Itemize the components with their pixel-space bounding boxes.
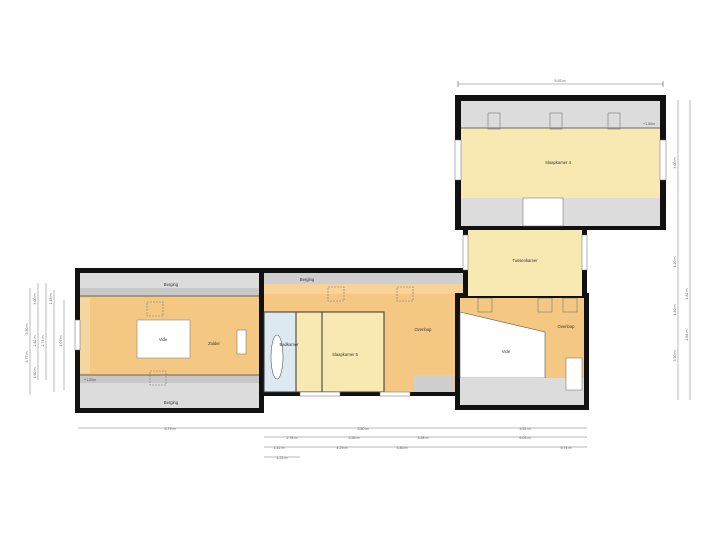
window-upper-right xyxy=(659,139,667,181)
label-vide-right: Vide xyxy=(502,349,511,354)
label-berging-top-mid: Berging xyxy=(300,277,315,282)
label-berging-bottom-left: Berging xyxy=(164,400,179,405)
window-left xyxy=(74,319,81,351)
dim-right-a: 1.82 m xyxy=(685,289,689,300)
dim-bottom-1: 6.79 m xyxy=(165,427,176,431)
dormer-left-top xyxy=(146,301,164,317)
dim-left-c: 2.82 m xyxy=(33,336,37,347)
bottom-dimensions: 6.79 m 5.80 m 3.52 m 2.78 m 2.55 m 3.58 … xyxy=(78,427,587,460)
label-overloop-right: Overloop xyxy=(558,324,576,329)
right-dimensions: 4.00 m 1.20 m 1.82 m 1.40 m 3.30 m 2.84 … xyxy=(673,100,691,400)
left-slope-top xyxy=(80,288,259,296)
left-dimensions: 4.00 m 3.50 m 2.82 m 1.18 m 2.74 m 3.77 … xyxy=(25,283,65,395)
dim-bottom-9: 4.29 m xyxy=(337,446,348,450)
label-vide-left: Vide xyxy=(159,337,168,342)
label-slaapkamer4: Slaapkamer 4 xyxy=(545,160,572,165)
dim-right-d: 2.84 m xyxy=(685,330,689,341)
window-tussenkamer-right xyxy=(581,234,588,271)
dim-left-f: 3.77 m xyxy=(25,352,29,363)
window-mid-2 xyxy=(379,391,411,397)
middle-section: Berging Badkamer Slaapkamer 5 Overloop xyxy=(259,268,468,397)
level-right-top: +1.50m xyxy=(643,122,655,126)
dim-bottom-8: 1.42 m xyxy=(274,446,285,450)
dim-bottom-11: 5.74 m xyxy=(561,446,572,450)
stair-mid xyxy=(414,375,454,392)
dormer-upper-1 xyxy=(487,112,501,130)
dim-bottom-4: 2.78 m xyxy=(287,436,298,440)
dormer-mid-1 xyxy=(327,286,345,302)
dim-left-e: 2.74 m xyxy=(41,336,45,347)
dim-right-top: 4.00 m xyxy=(673,158,677,169)
window-tussenkamer-left xyxy=(462,234,469,271)
dormer-upper-3 xyxy=(607,112,621,130)
label-overloop-mid: Overloop xyxy=(415,327,433,332)
left-slope-bottom xyxy=(80,375,259,383)
dim-right-mid: 1.20 m xyxy=(673,257,677,268)
berging-top-mid-floor xyxy=(264,273,468,284)
dim-bottom-10: 3.46 m xyxy=(397,446,408,450)
window-upper-left xyxy=(454,139,462,181)
stair-left xyxy=(236,329,247,355)
top-dimension: 5.93 m xyxy=(457,79,664,87)
label-badkamer: Badkamer xyxy=(279,342,299,347)
label-slaapkamer5: Slaapkamer 5 xyxy=(332,352,359,357)
tussenkamer-section: Tussenkamer xyxy=(462,226,588,298)
dim-bottom-6: 3.58 m xyxy=(418,436,429,440)
dim-bottom-3: 3.52 m xyxy=(520,427,531,431)
dim-top: 5.93 m xyxy=(555,79,566,83)
level-left: +1.50m xyxy=(84,378,96,382)
slaapkamer4-floor xyxy=(461,128,660,198)
dormer-mid-2 xyxy=(396,286,414,302)
dim-left-g: 1.60 m xyxy=(33,368,37,379)
dim-right-b: 1.40 m xyxy=(673,305,677,316)
dim-bottom-12: 1.22 m xyxy=(277,456,288,460)
slaapkamer4-section: Slaapkamer 4 +1.50m xyxy=(454,95,667,230)
stair-upper xyxy=(522,197,564,227)
right-lower-slope xyxy=(460,378,584,405)
dim-left-d: 1.18 m xyxy=(49,294,53,305)
dim-left-b: 3.50 m xyxy=(25,324,29,335)
label-berging-top-left: Berging xyxy=(164,282,179,287)
dormer-left-bottom xyxy=(149,370,167,386)
dim-left-h: 4.07 m xyxy=(59,336,63,347)
stair-right xyxy=(565,357,583,391)
dim-bottom-2: 5.80 m xyxy=(358,427,369,431)
dim-right-c: 3.30 m xyxy=(673,351,677,362)
left-wing: Berging Berging Vide Zolder +1.50m xyxy=(74,268,264,413)
label-zolder: Zolder xyxy=(208,341,220,346)
middle-slope xyxy=(264,284,468,294)
vide-left-opening xyxy=(136,319,191,359)
dim-bottom-7: 6.03 m xyxy=(520,436,531,440)
right-lower-section: Vide Overloop xyxy=(455,293,589,410)
window-mid-1 xyxy=(299,391,341,397)
dim-bottom-5: 2.55 m xyxy=(349,436,360,440)
bathtub xyxy=(270,334,284,380)
dim-left-a: 4.00 m xyxy=(33,294,37,305)
label-tussenkamer: Tussenkamer xyxy=(512,258,538,263)
tussenkamer-floor xyxy=(468,228,582,296)
dormer-upper-2 xyxy=(549,112,563,130)
zolder-edge xyxy=(80,298,90,373)
